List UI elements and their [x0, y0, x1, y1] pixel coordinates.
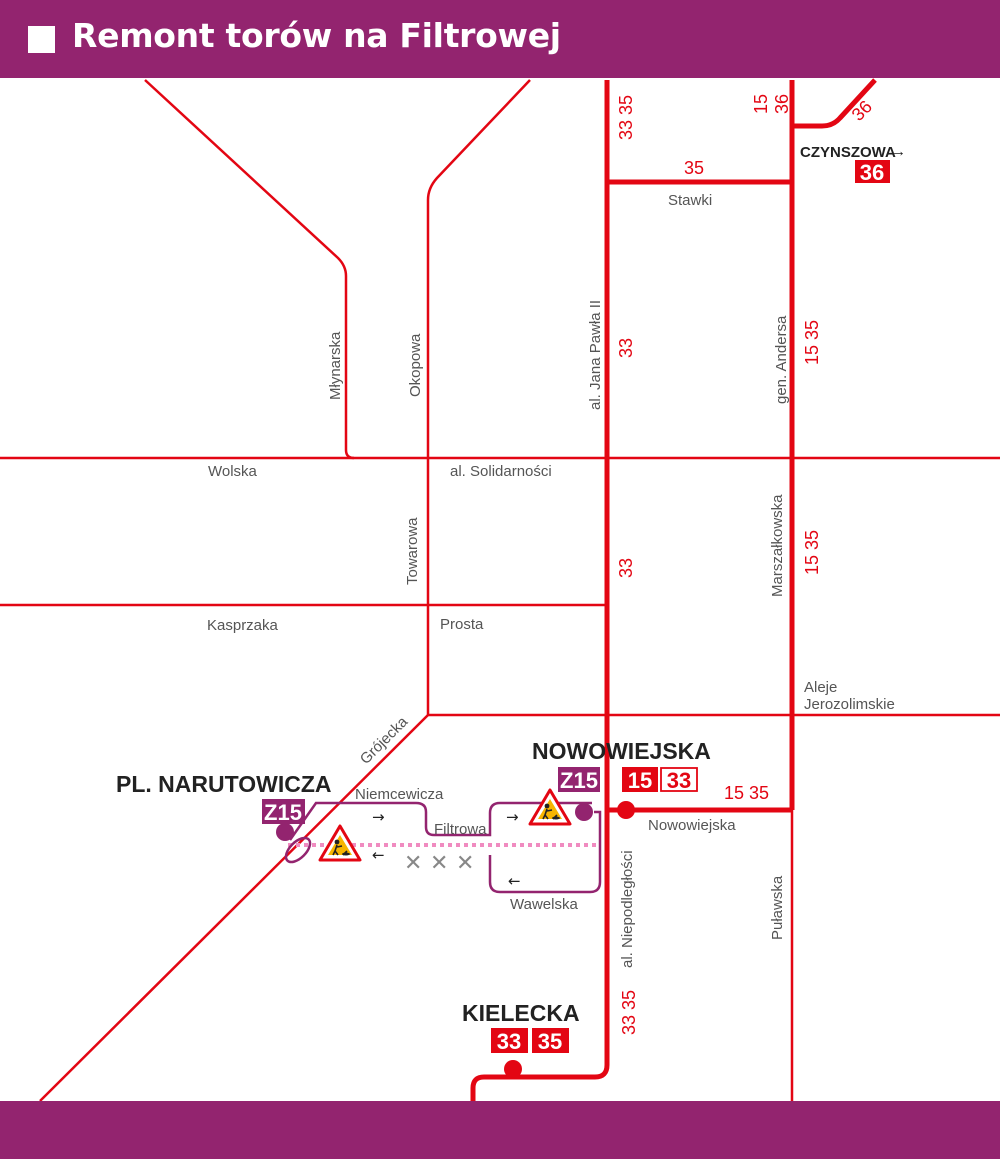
line-label-33-a: 33 [616, 338, 636, 358]
footer-banner [0, 1101, 1000, 1159]
detour-arrow-right-icon: → [372, 808, 385, 826]
stop-dot-nowowiejska-bus [575, 803, 593, 821]
line-badge: 15 [628, 768, 652, 793]
page-title: Remont torów na Filtrowej [72, 16, 561, 55]
street-label-andersa: gen. Andersa [773, 315, 790, 404]
line-label-15: 15 [751, 94, 771, 114]
stop-kielecka: KIELECKA 33 35 [462, 1000, 580, 1054]
line-badge: 35 [538, 1029, 562, 1054]
line-label-33-b: 33 [616, 558, 636, 578]
line-badge: 33 [497, 1029, 521, 1054]
street-label-marszalkowska: Marszałkowska [769, 494, 786, 597]
line-label-3335-top: 33 35 [616, 95, 636, 140]
stop-nowowiejska: NOWOWIEJSKA Z15 15 33 [532, 738, 711, 793]
detour-arrow-right-icon: → [506, 808, 519, 826]
tram-routes [470, 78, 877, 1101]
street-label-kasprzaka: Kasprzaka [207, 617, 279, 634]
line-badge: 33 [667, 768, 691, 793]
bus-badge: Z15 [560, 768, 598, 793]
street-label-niemcewicza: Niemcewicza [355, 786, 444, 803]
stop-name: NOWOWIEJSKA [532, 738, 711, 764]
street-label-okopowa: Okopowa [407, 333, 424, 397]
line-label-35-stawki: 35 [684, 158, 704, 178]
street-label-stawki: Stawki [668, 192, 712, 209]
street-label-mlynarska: Młynarska [327, 331, 344, 400]
detour-arrow-left-icon: ← [372, 846, 385, 864]
line-label-36-czynszowa: 36 [848, 97, 876, 125]
stop-czynszowa: CZYNSZOWA → 36 [800, 143, 906, 185]
closed-mark-icon: ✕ [404, 851, 422, 876]
street-label-filtrowa: Filtrowa [434, 821, 487, 838]
street-label-prosta: Prosta [440, 616, 484, 633]
line-label-1535-nowowiejska: 15 35 [724, 783, 769, 803]
stop-narutowicza: PL. NARUTOWICZA Z15 [116, 771, 332, 825]
detour-arrow-left-icon: ← [508, 872, 521, 890]
street-label-wawelska: Wawelska [510, 896, 578, 913]
line-label-3335-niepodleglosci: 33 35 [619, 990, 639, 1035]
detour-route [284, 801, 602, 894]
street-label-jerozolimskie: Jerozolimskie [804, 696, 895, 713]
stop-name: PL. NARUTOWICZA [116, 771, 332, 797]
street-label-nowowiejska: Nowowiejska [648, 817, 736, 834]
stop-name: KIELECKA [462, 1000, 580, 1026]
roadworks-sign-icon [528, 788, 572, 826]
stop-dot-narutowicza [276, 823, 294, 841]
street-label-towarowa: Towarowa [404, 517, 421, 585]
square-icon [28, 26, 55, 53]
arrow-right-icon: → [891, 143, 906, 160]
street-label-jana-pawla: al. Jana Pawła II [587, 300, 604, 410]
closed-mark-icon: ✕ [456, 851, 474, 876]
line-badge: 36 [860, 160, 884, 185]
street-label-aleje: Aleje [804, 679, 837, 696]
line-label-1535-b: 15 35 [802, 530, 822, 575]
street-label-solidarnosci: al. Solidarności [450, 463, 552, 480]
bus-badge: Z15 [264, 800, 302, 825]
street-network [0, 79, 1000, 1102]
stop-dot-kielecka [504, 1060, 522, 1078]
street-label-wolska: Wolska [208, 463, 258, 480]
stop-dot-nowowiejska-tram [617, 801, 635, 819]
line-label-1535-a: 15 35 [802, 320, 822, 365]
stop-name: CZYNSZOWA [800, 144, 896, 161]
header-banner: Remont torów na Filtrowej [0, 0, 1000, 78]
street-label-pulawska: Puławska [769, 875, 786, 940]
street-label-niepodleglosci: al. Niepodległości [619, 850, 636, 968]
closed-mark-icon: ✕ [430, 851, 448, 876]
line-label-36: 36 [772, 94, 792, 114]
